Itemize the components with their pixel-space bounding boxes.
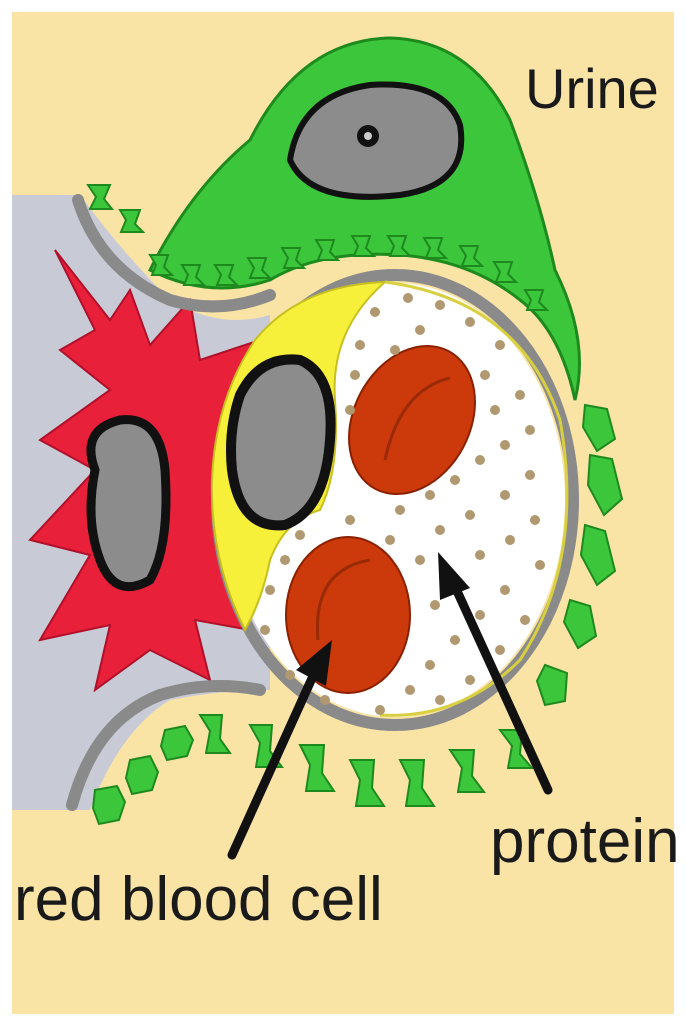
mesangial-nucleus	[91, 420, 166, 587]
endothelial-nucleus	[231, 359, 331, 525]
protein-label: protein	[490, 807, 680, 876]
red-blood-cell-label: red blood cell	[14, 865, 383, 934]
podocyte-nucleolus-center	[364, 132, 372, 140]
urine-label: Urine	[525, 57, 659, 120]
